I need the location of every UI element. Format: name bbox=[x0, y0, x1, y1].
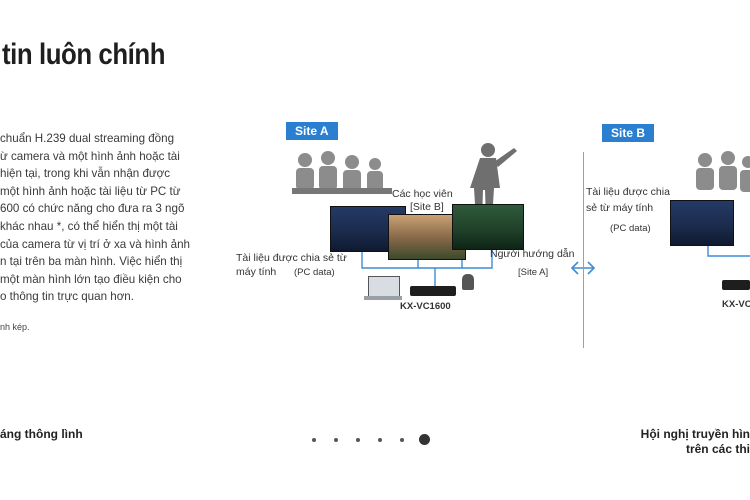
description-line: 600 có chức năng cho đưa ra 3 ngõ bbox=[0, 202, 185, 216]
description-line: một màn hình lớn tạo điều kiện cho bbox=[0, 272, 182, 286]
laptop-base bbox=[364, 296, 402, 300]
site-b-tag: [Site B] bbox=[410, 201, 444, 213]
caption-right: Hội nghị truyền hìn trên các thi bbox=[641, 427, 750, 457]
description-line: chuẩn H.239 dual streaming đồng bbox=[0, 132, 175, 145]
description-line: ừ camera và một hình ảnh hoặc tài bbox=[0, 149, 180, 163]
camera-icon bbox=[462, 274, 474, 290]
carousel-dot[interactable] bbox=[400, 438, 404, 442]
laptop-icon bbox=[368, 276, 400, 298]
carousel-dot[interactable] bbox=[312, 438, 316, 442]
carousel-dot[interactable] bbox=[356, 438, 360, 442]
display-screen-right bbox=[670, 200, 734, 246]
audience-silhouette-b-icon bbox=[696, 151, 750, 192]
caption-right-line-2: trên các thi bbox=[685, 442, 750, 456]
pc-data-tag: (PC data) bbox=[294, 267, 335, 278]
description-line: hiện tại, trong khi vẫn nhận được bbox=[0, 167, 171, 181]
site-a-tag: [Site A] bbox=[518, 267, 549, 278]
caption-left: áng thông lình bbox=[0, 427, 83, 441]
video-conference-diagram: Site A Site B Các học viên [Site B] Tài … bbox=[230, 118, 750, 358]
shared-pc-label-1: Tài liệu được chia sẻ từ bbox=[236, 252, 347, 264]
site-b-badge: Site B bbox=[602, 124, 655, 142]
instructor-video-screen bbox=[452, 204, 524, 250]
description-line: của camera từ vị trí ở xa và hình ảnh bbox=[0, 237, 191, 251]
carousel-dot[interactable] bbox=[378, 438, 382, 442]
right-shared-label-1: Tài liệu được chia bbox=[586, 186, 670, 198]
codec-device-icon bbox=[410, 286, 456, 296]
description-line: một hình ảnh hoặc tài liệu từ PC từ bbox=[0, 184, 181, 198]
description-text: chuẩn H.239 dual streaming đồng ừ camera … bbox=[0, 130, 210, 306]
description-line: n tại trên ba màn hình. Việc hiển thị bbox=[0, 255, 183, 269]
audience-silhouette-icon bbox=[292, 151, 392, 194]
page-heading: tin luôn chính bbox=[2, 38, 166, 71]
carousel-dot[interactable] bbox=[334, 438, 338, 442]
description-line: o thông tin trực quan hơn. bbox=[0, 290, 134, 304]
caption-right-line-1: Hội nghị truyền hìn bbox=[640, 427, 750, 441]
codec-device-right-icon bbox=[722, 280, 750, 290]
site-a-badge: Site A bbox=[286, 122, 338, 140]
device-label: KX-VC1600 bbox=[400, 301, 451, 312]
carousel-dot-active[interactable] bbox=[419, 434, 430, 445]
students-label: Các học viên bbox=[392, 188, 453, 200]
right-device-label: KX-VC bbox=[722, 299, 750, 310]
site-divider bbox=[583, 152, 584, 348]
right-shared-label-2: sẻ từ máy tính bbox=[586, 202, 654, 214]
right-pc-data-tag: (PC data) bbox=[610, 223, 651, 234]
instructor-label: Người hướng dẫn bbox=[490, 248, 575, 260]
shared-pc-label-2: máy tính bbox=[236, 266, 277, 278]
description-line: khác nhau *, có thể hiển thị một tài bbox=[0, 219, 178, 233]
footnote: nh kép. bbox=[0, 322, 30, 332]
